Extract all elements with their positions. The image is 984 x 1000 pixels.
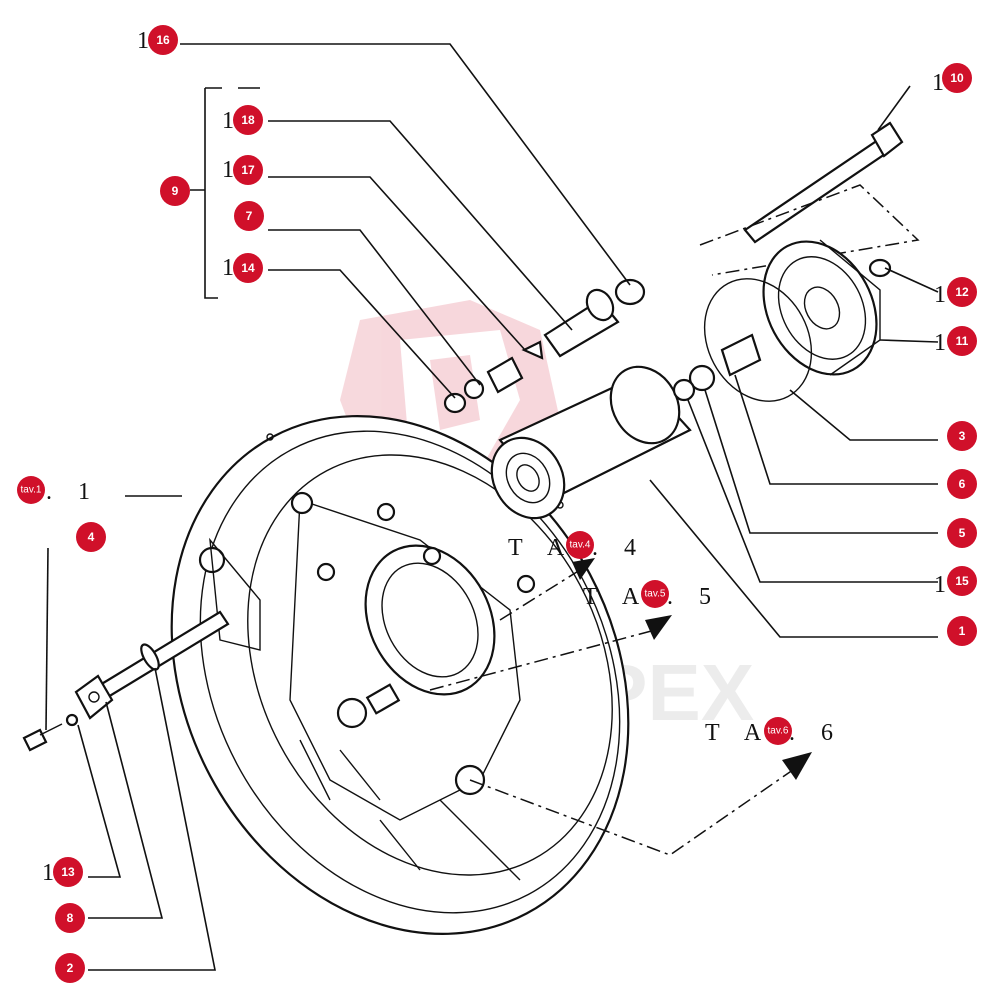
svg-text:tav.1: tav.1	[21, 485, 42, 496]
svg-text:14: 14	[241, 261, 255, 275]
callout-badge-1[interactable]: 1	[947, 616, 977, 646]
svg-text:1: 1	[932, 70, 944, 96]
svg-text:3: 3	[959, 429, 966, 443]
svg-text:tav.5: tav.5	[645, 589, 666, 600]
callout-badge-14[interactable]: 14	[233, 253, 263, 283]
callout-badge-4[interactable]: 4	[76, 522, 106, 552]
svg-text:15: 15	[955, 574, 969, 588]
callout-badge-16[interactable]: 16	[148, 25, 178, 55]
svg-text:T A: T A	[508, 535, 574, 561]
svg-text:12: 12	[955, 285, 969, 299]
callout-badge-18[interactable]: 18	[233, 105, 263, 135]
svg-text:1: 1	[934, 572, 946, 598]
svg-text:16: 16	[156, 33, 170, 47]
callout-badge-12[interactable]: 12	[947, 277, 977, 307]
callout-badge-15[interactable]: 15	[947, 566, 977, 596]
svg-text:1: 1	[42, 860, 54, 886]
table-ref-tav4[interactable]: T A . 4 tav.4	[508, 531, 646, 561]
shaft-assembly	[22, 610, 230, 752]
svg-text:1: 1	[137, 28, 149, 54]
table-ref-tav5[interactable]: T A . 5 tav.5	[583, 580, 721, 610]
svg-text:11: 11	[956, 334, 969, 348]
callout-badge-9[interactable]: 9	[160, 176, 190, 206]
svg-text:4: 4	[88, 530, 95, 544]
callout-badge-7[interactable]: 7	[234, 201, 264, 231]
svg-text:1: 1	[222, 108, 234, 134]
svg-text:1: 1	[934, 330, 946, 356]
svg-text:T A: T A	[583, 584, 649, 610]
callout-badge-5[interactable]: 5	[947, 518, 977, 548]
svg-text:13: 13	[61, 865, 75, 879]
callout-badge-10[interactable]: 10	[942, 63, 972, 93]
svg-text:1: 1	[222, 255, 234, 281]
filter-element	[490, 365, 692, 520]
svg-text:18: 18	[241, 113, 255, 127]
svg-text:T A: T A	[705, 720, 771, 746]
svg-text:1: 1	[222, 157, 234, 183]
svg-text:9: 9	[172, 184, 179, 198]
svg-text:10: 10	[950, 71, 964, 85]
svg-text:17: 17	[241, 163, 255, 177]
callout-badge-2[interactable]: 2	[55, 953, 85, 983]
svg-text:. 5: . 5	[667, 584, 721, 610]
table-ref-tav6[interactable]: T A . 6 tav.6	[705, 717, 843, 746]
svg-text:1: 1	[959, 624, 966, 638]
valve-parts	[443, 278, 646, 414]
right-assembly	[672, 121, 920, 402]
svg-text:tav.4: tav.4	[570, 540, 591, 551]
callout-badge-6[interactable]: 6	[947, 469, 977, 499]
callout-badge-8[interactable]: 8	[55, 903, 85, 933]
callout-badge-13[interactable]: 13	[53, 857, 83, 887]
callout-badge-11[interactable]: 11	[947, 326, 977, 356]
svg-text:5: 5	[959, 526, 966, 540]
svg-text:. 1: . 1	[46, 479, 100, 505]
table-ref-arrows	[429, 558, 812, 856]
housing-plate	[170, 415, 630, 935]
svg-text:. 4: . 4	[592, 535, 646, 561]
leader-lines	[45, 43, 939, 971]
svg-text:1: 1	[934, 282, 946, 308]
svg-text:2: 2	[67, 961, 74, 975]
svg-text:. 6: . 6	[789, 720, 843, 746]
svg-text:6: 6	[959, 477, 966, 491]
svg-text:8: 8	[67, 911, 74, 925]
callout-prefix-glyphs: 1 1 1 1 1 1 1 1 1	[42, 28, 946, 886]
callout-badge-17[interactable]: 17	[233, 155, 263, 185]
svg-text:7: 7	[246, 209, 253, 223]
callout-badge-3[interactable]: 3	[947, 421, 977, 451]
table-ref-tav1[interactable]: . 1 tav.1	[17, 476, 100, 505]
svg-text:tav.6: tav.6	[768, 726, 789, 737]
